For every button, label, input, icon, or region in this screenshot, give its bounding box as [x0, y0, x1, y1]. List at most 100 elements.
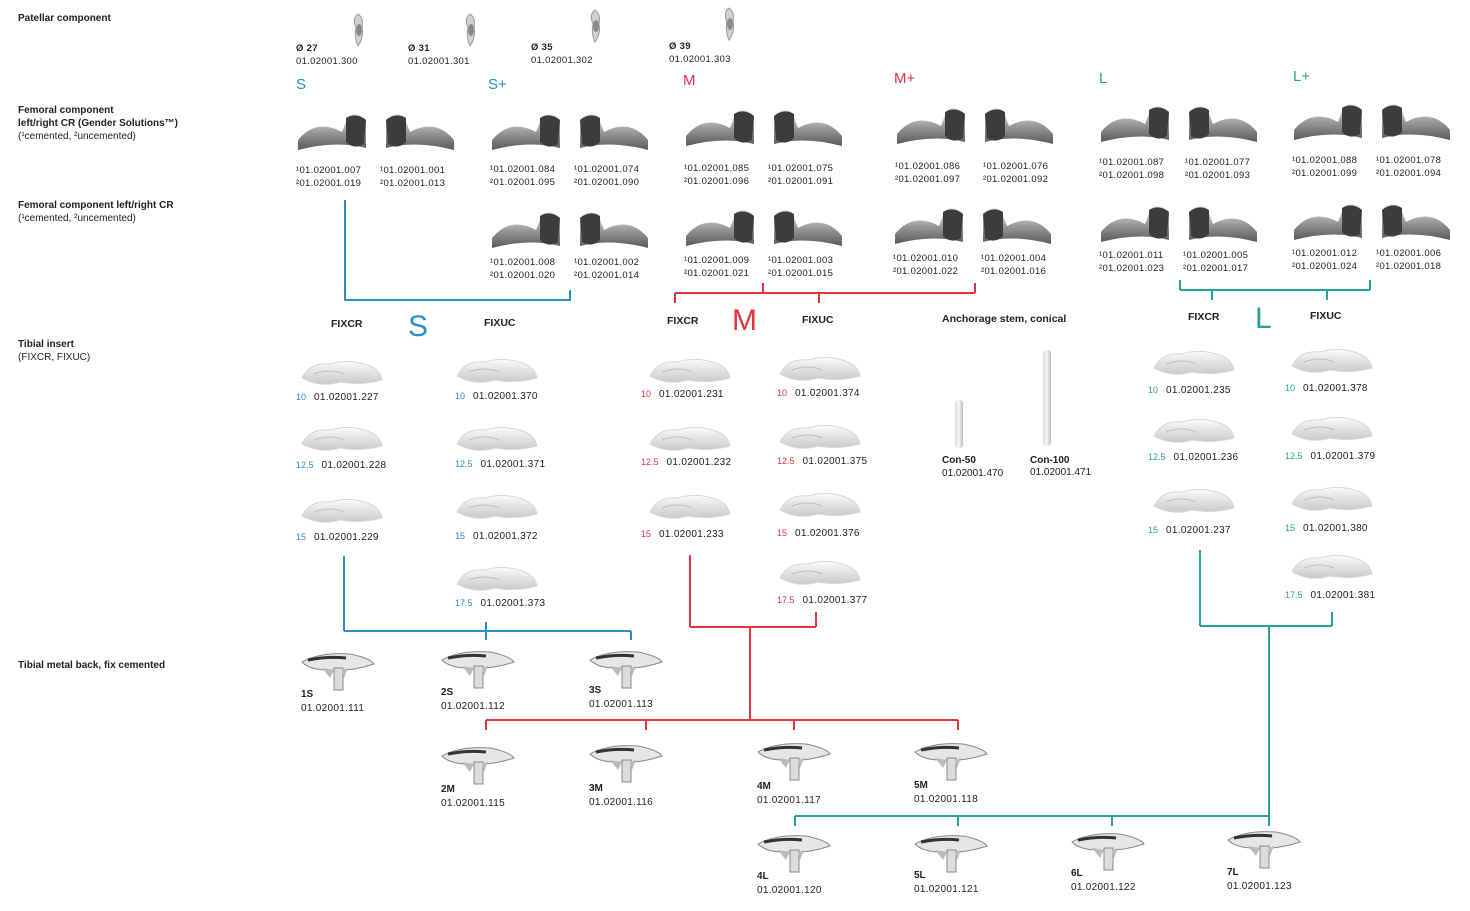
femoral-cr-group: ¹01.02001.011 ¹01.02001.005 ²01.02001.02… — [1099, 202, 1269, 278]
insert-thickness: 15 — [296, 532, 307, 542]
fixuc-label-s: FIXUC — [484, 317, 516, 329]
femoral-code: ¹01.02001.076 — [983, 161, 1049, 172]
metal-back-code: 01.02001.113 — [589, 699, 654, 710]
insert-image — [779, 492, 861, 517]
femoral-code: ¹01.02001.001 — [380, 165, 446, 176]
insert-code: 01.02001.372 — [473, 531, 538, 542]
femoral-code: ²01.02001.099 — [1292, 168, 1358, 179]
metal-back-code: 01.02001.121 — [914, 884, 979, 895]
femoral-code: ²01.02001.093 — [1185, 170, 1251, 181]
femoral-image — [1101, 205, 1257, 242]
femoral-code: ¹01.02001.077 — [1185, 157, 1251, 168]
metal-back-image — [440, 746, 516, 786]
femoral-code: ²01.02001.020 — [490, 270, 556, 281]
femoral-image — [686, 209, 842, 246]
femoral-image — [492, 211, 648, 248]
metal-back-code: 01.02001.123 — [1227, 881, 1292, 892]
metal-back-size: 3S — [589, 685, 602, 696]
femoral-code: ²01.02001.092 — [983, 174, 1049, 185]
femoral-code: ¹01.02001.010 — [893, 253, 959, 264]
patellar-code: 01.02001.302 — [531, 55, 593, 66]
anchorage-stem-code: 01.02001.471 — [1030, 467, 1092, 478]
insert-image — [301, 498, 383, 523]
femoral-gender-group: ¹01.02001.007 ¹01.02001.001 ²01.02001.01… — [296, 110, 466, 189]
femoral-image — [686, 109, 842, 146]
group-letter-m: M — [732, 304, 757, 337]
femoral-image — [1294, 103, 1450, 140]
insert-code: 01.02001.377 — [802, 595, 868, 606]
metal-back-item: 3S 01.02001.113 — [589, 684, 653, 712]
metal-back-image — [440, 650, 516, 690]
row-label-patellar: Patellar component — [18, 12, 111, 25]
patellar-size: Ø 35 — [531, 42, 553, 53]
insert-thickness: 15 — [1285, 523, 1296, 533]
insert-thickness: 10 — [777, 388, 788, 398]
metal-back-code: 01.02001.118 — [914, 794, 979, 805]
metal-back-code: 01.02001.115 — [441, 798, 506, 809]
insert-code: 01.02001.380 — [1303, 523, 1368, 534]
insert-code: 01.02001.378 — [1303, 383, 1368, 394]
patella-image — [724, 7, 734, 41]
row-subtitle: (¹cemented, ²uncemented) — [18, 131, 136, 142]
femoral-code: ¹01.02001.003 — [768, 255, 834, 266]
insert-image — [1153, 418, 1235, 443]
femoral-gender-group: ¹01.02001.086 ¹01.02001.076 ²01.02001.09… — [895, 104, 1065, 185]
insert-code: 01.02001.374 — [795, 388, 860, 399]
femoral-code: ¹01.02001.011 — [1099, 250, 1164, 261]
femoral-image — [895, 207, 1051, 244]
fixcr-label-m: FIXCR — [667, 315, 699, 327]
insert-thickness: 12.5 — [641, 457, 659, 467]
femoral-code: ¹01.02001.087 — [1099, 157, 1165, 168]
femoral-code: ²01.02001.096 — [684, 176, 750, 187]
insert-code: 01.02001.373 — [480, 598, 546, 609]
fixcr-label-s: FIXCR — [331, 318, 363, 330]
insert-thickness: 12.5 — [1148, 452, 1166, 462]
size-heading-l: L — [1099, 70, 1108, 87]
femoral-code: ²01.02001.024 — [1292, 261, 1358, 272]
femoral-code: ²01.02001.097 — [895, 174, 961, 185]
femoral-code: ¹01.02001.078 — [1376, 155, 1442, 166]
insert-code: 01.02001.231 — [659, 389, 724, 400]
row-label-femoral-gender: Femoral component left/right CR (Gender … — [18, 104, 178, 143]
metal-back-size: 2S — [441, 687, 454, 698]
femoral-code: ²01.02001.018 — [1376, 261, 1442, 272]
insert-thickness: 15 — [777, 528, 788, 538]
row-subtitle: (FIXCR, FIXUC) — [18, 352, 91, 363]
patellar-size: Ø 31 — [408, 43, 430, 54]
patellar-code: 01.02001.303 — [669, 54, 731, 65]
patellar-size: Ø 27 — [296, 43, 318, 54]
insert-item: 15 01.02001.380 — [1285, 523, 1368, 534]
metal-back-code: 01.02001.116 — [589, 797, 654, 808]
insert-image — [1291, 416, 1373, 441]
femoral-code: ¹01.02001.086 — [895, 161, 961, 172]
insert-code: 01.02001.381 — [1310, 590, 1376, 601]
metal-back-size: 4L — [757, 871, 769, 882]
insert-thickness: 12.5 — [455, 459, 473, 469]
femoral-gender-group: ¹01.02001.087 ¹01.02001.077 ²01.02001.09… — [1099, 102, 1269, 181]
metal-back-size: 4M — [757, 781, 771, 792]
femoral-code: ²01.02001.014 — [574, 270, 640, 281]
femoral-code: ²01.02001.019 — [296, 178, 362, 189]
row-title: Femoral component left/right CR — [18, 200, 174, 211]
femoral-code: ¹01.02001.008 — [490, 257, 556, 268]
insert-thickness: 10 — [296, 392, 307, 402]
metal-back-code: 01.02001.112 — [441, 701, 506, 712]
fixuc-label-m: FIXUC — [802, 314, 834, 326]
femoral-code: ¹01.02001.088 — [1292, 155, 1358, 166]
metal-back-image — [756, 834, 832, 874]
metal-back-size: 1S — [301, 689, 314, 700]
insert-thickness: 10 — [455, 391, 466, 401]
insert-thickness: 12.5 — [296, 460, 314, 470]
row-title: Femoral component — [18, 105, 114, 116]
row-label-tibial-insert: Tibial insert (FIXCR, FIXUC) — [18, 338, 90, 364]
